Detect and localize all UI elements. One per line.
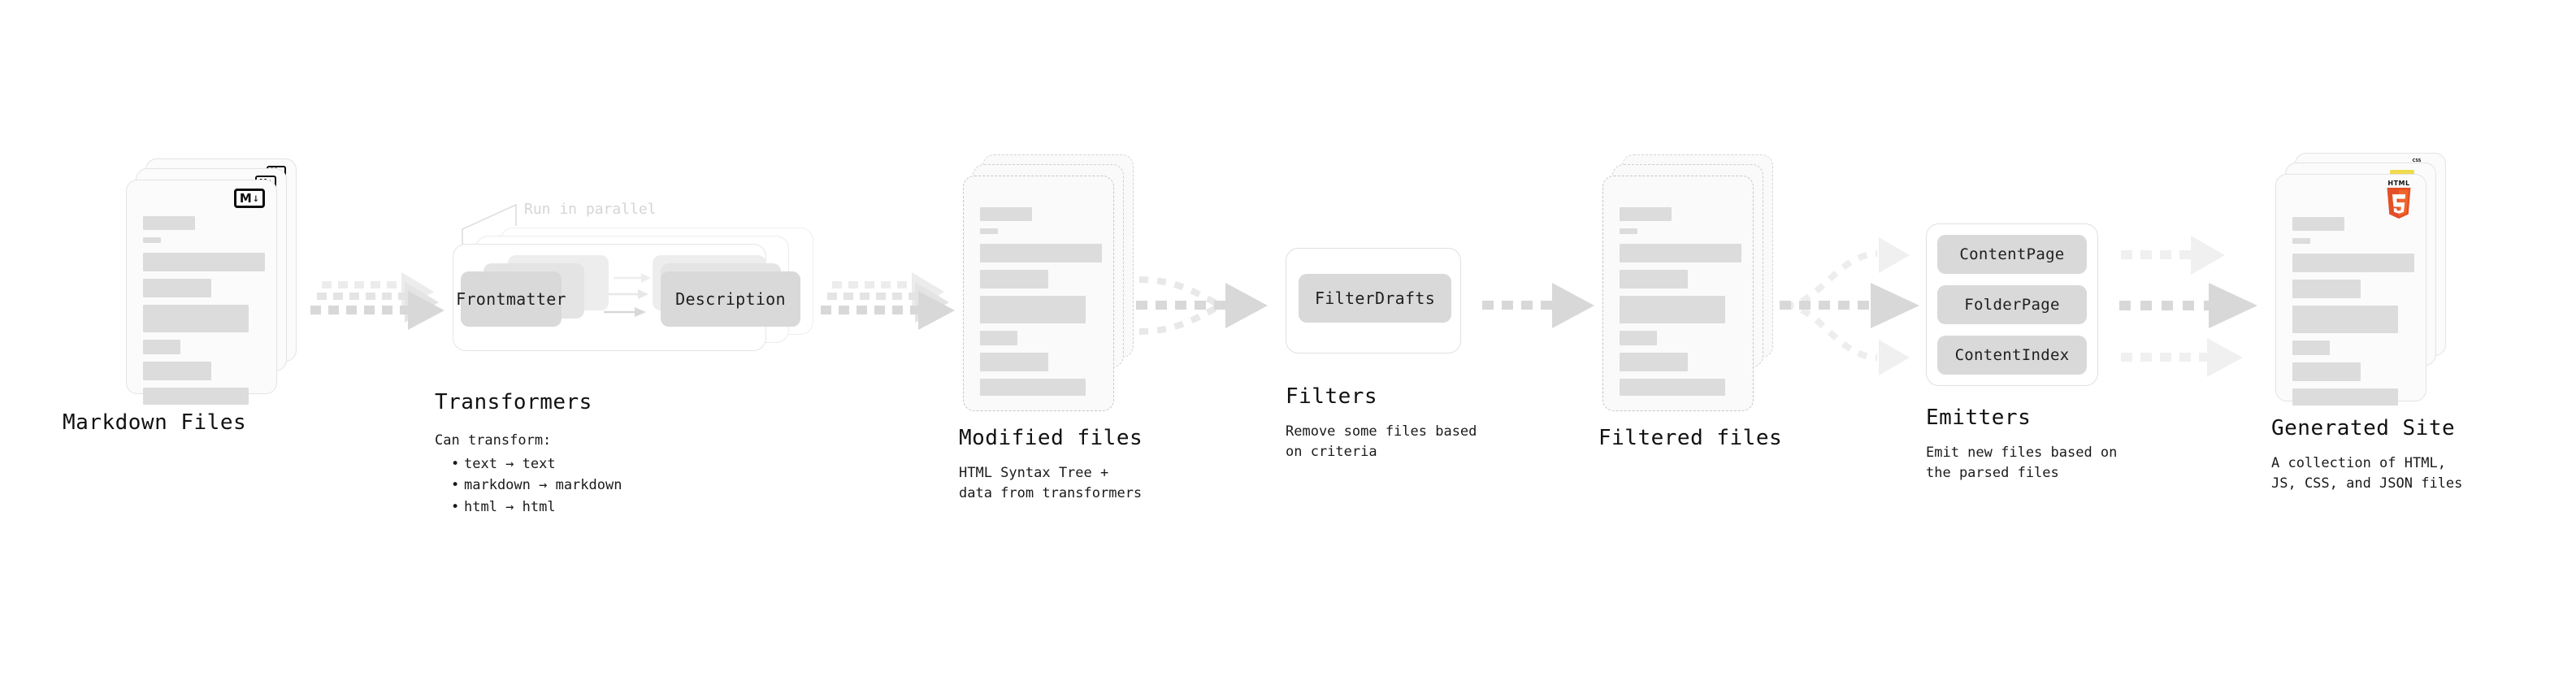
stage-title-generated-site: Generated Site	[2271, 416, 2456, 440]
placeholder-line	[980, 296, 1086, 323]
arrow-filtered-files-to-emitters	[1780, 237, 1919, 375]
stage-title-modified-files: Modified files	[959, 426, 1143, 450]
filtered-doc-front	[1602, 176, 1754, 411]
placeholder-line	[2292, 388, 2398, 406]
modified-files-subtitle: HTML Syntax Tree + data from transformer…	[959, 465, 1143, 501]
filtered-file-stack	[1602, 154, 1773, 411]
filter-chip-filterdrafts[interactable]: FilterDrafts	[1299, 274, 1451, 323]
placeholder-line	[1620, 296, 1725, 323]
placeholder-line	[2292, 340, 2330, 355]
doc-placeholder-lines	[143, 216, 265, 412]
placeholder-line	[1620, 353, 1688, 371]
placeholder-line	[2292, 280, 2361, 298]
transformer-chip-frontmatter[interactable]: Frontmatter	[456, 271, 566, 327]
markdown-doc-front: M↓	[126, 180, 277, 405]
html5-logo-caption: HTML	[2387, 180, 2410, 187]
stage-title-emitters: Emitters	[1926, 406, 2032, 430]
doc-placeholder-lines	[980, 207, 1102, 403]
placeholder-line	[2292, 254, 2414, 272]
placeholder-line	[980, 244, 1102, 262]
transformers-bullet-list: text → text markdown → markdown html → h…	[449, 453, 622, 518]
placeholder-line	[143, 237, 161, 243]
placeholder-line	[1620, 228, 1637, 234]
arrow-filters-to-filtered-files	[1482, 283, 1594, 328]
transformer-chip-description[interactable]: Description	[661, 271, 800, 327]
stage-title-markdown-files: Markdown Files	[63, 410, 247, 435]
markdown-logo-letter: M	[239, 190, 252, 206]
filters-subtitle: Remove some files based on criteria	[1286, 423, 1477, 460]
transformers-subtitle: Can transform:	[435, 432, 552, 449]
stage-title-filters: Filters	[1286, 384, 1378, 409]
placeholder-line	[143, 388, 249, 405]
transformers-bullet: text → text	[451, 453, 622, 475]
modified-doc-front	[963, 176, 1114, 411]
placeholder-line	[2292, 306, 2398, 333]
placeholder-line	[2292, 238, 2310, 244]
arrow-modified-files-to-filters	[1136, 276, 1268, 335]
placeholder-line	[980, 331, 1017, 345]
arrow-markdown-to-transformers	[310, 272, 445, 330]
html5-shield-icon	[2387, 188, 2411, 219]
placeholder-line	[143, 279, 211, 297]
placeholder-line	[1620, 331, 1657, 345]
placeholder-line	[980, 379, 1086, 396]
parallel-bracket-icon	[462, 203, 517, 250]
placeholder-line	[980, 353, 1048, 371]
markdown-file-stack: M↓ M↓ M↓	[126, 158, 297, 405]
emitter-chip-contentindex[interactable]: ContentIndex	[1937, 336, 2087, 375]
css3-logo-caption: CSS	[2412, 158, 2422, 163]
transformers-bullet: html → html	[451, 497, 622, 518]
placeholder-line	[143, 253, 265, 271]
placeholder-line	[143, 362, 211, 380]
emitters-subtitle: Emit new files based on the parsed files	[1926, 445, 2118, 481]
arrow-transformers-to-modified-files	[821, 272, 955, 330]
transformers-bullet: markdown → markdown	[451, 475, 622, 497]
placeholder-line	[2292, 217, 2344, 231]
generated-site-subtitle: A collection of HTML, JS, CSS, and JSON …	[2271, 455, 2463, 492]
placeholder-line	[1620, 270, 1688, 288]
html5-logo: HTML	[2382, 180, 2416, 219]
generated-file-stack: CSS HTML	[2275, 153, 2446, 406]
arrow-emitters-to-generated-site	[2119, 236, 2257, 377]
stage-filtered-files: Filtered files	[1598, 154, 1782, 450]
stage-generated-site: CSS HTML	[2271, 153, 2462, 492]
emitter-chip-folderpage[interactable]: FolderPage	[1937, 285, 2087, 324]
transformer-inner-arrows	[604, 273, 651, 317]
modified-file-stack	[963, 154, 1134, 411]
parallel-note: Run in parallel	[524, 201, 657, 218]
placeholder-line	[143, 216, 195, 230]
markdown-logo-arrow-icon: ↓	[252, 192, 260, 205]
placeholder-line	[143, 340, 180, 354]
emitter-chip-contentpage[interactable]: ContentPage	[1937, 235, 2087, 274]
placeholder-line	[2292, 362, 2361, 381]
placeholder-line	[1620, 244, 1741, 262]
markdown-logo-front: M↓	[234, 189, 265, 208]
placeholder-line	[980, 270, 1048, 288]
placeholder-line	[980, 207, 1032, 221]
stage-modified-files: Modified files HTML Syntax Tree + data f…	[959, 154, 1143, 501]
placeholder-line	[143, 305, 249, 332]
stage-markdown-files: M↓ M↓ M↓	[63, 158, 297, 435]
stage-title-transformers: Transformers	[435, 390, 592, 414]
stage-title-filtered-files: Filtered files	[1598, 426, 1783, 450]
placeholder-line	[1620, 379, 1725, 396]
generated-doc-html: HTML	[2275, 174, 2426, 406]
doc-placeholder-lines	[1620, 207, 1741, 403]
placeholder-line	[1620, 207, 1672, 221]
doc-placeholder-lines	[2292, 217, 2414, 413]
placeholder-line	[980, 228, 998, 234]
